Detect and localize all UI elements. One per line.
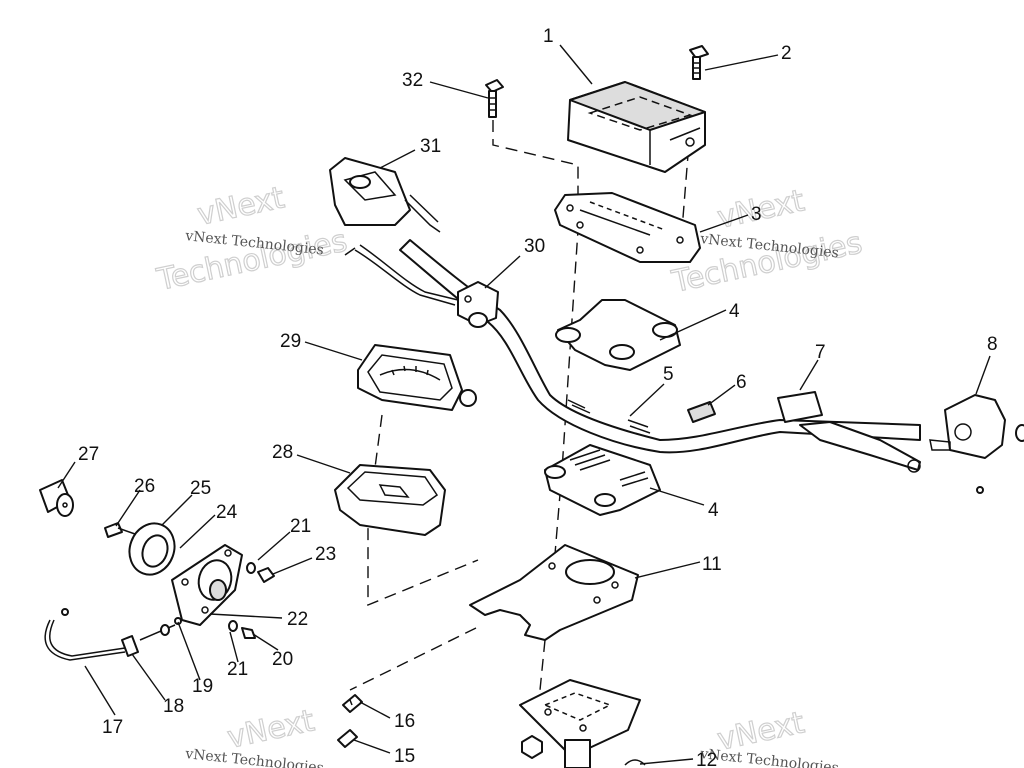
watermark-bottom-right: vNext vNext Technologies <box>699 705 840 768</box>
callout-16: 16 <box>394 711 415 732</box>
part-28-boot <box>334 464 446 536</box>
part-19-screw <box>139 617 182 641</box>
callout-27: 27 <box>78 444 99 465</box>
part-23-nut <box>246 562 275 583</box>
callout-21-lower: 21 <box>227 659 248 680</box>
part-31-left-control <box>329 157 459 306</box>
part-7-brake-lever <box>777 391 921 473</box>
part-25-ring <box>128 522 176 576</box>
callout-7: 7 <box>815 342 826 363</box>
part-4-upper-clamp <box>555 299 681 371</box>
callout-11: 11 <box>702 554 722 575</box>
callout-1: 1 <box>543 26 554 47</box>
part-lower-bracket <box>519 679 641 768</box>
part-11-plate <box>469 544 639 641</box>
callout-12: 12 <box>696 750 717 768</box>
callout-32: 32 <box>402 70 423 91</box>
callout-28: 28 <box>272 442 293 463</box>
callout-15: 15 <box>394 746 415 767</box>
part-29-speedometer <box>357 344 477 411</box>
part-2-bolt <box>689 45 709 80</box>
watermark-br-small: vNext Technologies <box>699 746 840 768</box>
watermark-bl-big: vNext <box>224 703 317 756</box>
part-24-indicator-housing <box>171 544 243 626</box>
callout-6: 6 <box>736 372 747 393</box>
callout-18: 18 <box>163 696 184 717</box>
part-4-lower-clamp <box>544 444 661 516</box>
watermark-bottom-left: vNext vNext Technologies <box>184 703 325 768</box>
callout-5: 5 <box>663 364 674 385</box>
callout-17: 17 <box>102 717 123 738</box>
part-3-top-plate <box>554 192 701 263</box>
part-27-cable-end <box>39 479 74 517</box>
callout-22: 22 <box>287 609 308 630</box>
callout-23: 23 <box>315 544 336 565</box>
leader-lines <box>57 44 991 765</box>
nut-bottom <box>521 735 543 759</box>
callout-24: 24 <box>216 502 238 523</box>
part-21-nut-lower <box>228 620 256 639</box>
callout-8: 8 <box>987 334 998 355</box>
part-8-throttle <box>929 394 1024 494</box>
callout-4-upper: 4 <box>729 301 740 322</box>
part-17-wire <box>44 608 126 661</box>
part-32-bolt <box>485 79 504 118</box>
part-5-handlebar <box>399 239 921 454</box>
part-18-grommet <box>121 635 139 657</box>
callout-19: 19 <box>192 676 213 697</box>
callout-21-upper: 21 <box>290 516 311 537</box>
callout-3: 3 <box>751 204 762 225</box>
callout-labels: 1 2 3 4 4 5 6 7 8 11 12 15 16 17 18 19 2… <box>78 26 998 768</box>
callout-29: 29 <box>280 331 301 352</box>
callout-2: 2 <box>781 43 792 64</box>
part-6-tag <box>687 401 716 423</box>
callout-26: 26 <box>134 476 155 497</box>
watermark-left-big-1: vNext <box>194 180 287 233</box>
callout-31: 31 <box>420 136 441 157</box>
callout-30: 30 <box>524 236 545 257</box>
callout-20: 20 <box>272 649 293 670</box>
watermark-left: vNext Technologies vNext Technologies <box>153 180 351 299</box>
callout-25: 25 <box>190 478 211 499</box>
callout-4-lower: 4 <box>708 500 719 521</box>
part-26-screw <box>104 522 136 538</box>
part-16-clip <box>342 694 363 713</box>
part-15-clip <box>337 729 358 748</box>
part-1-cover <box>567 81 706 173</box>
part-30-clamp <box>457 281 499 328</box>
